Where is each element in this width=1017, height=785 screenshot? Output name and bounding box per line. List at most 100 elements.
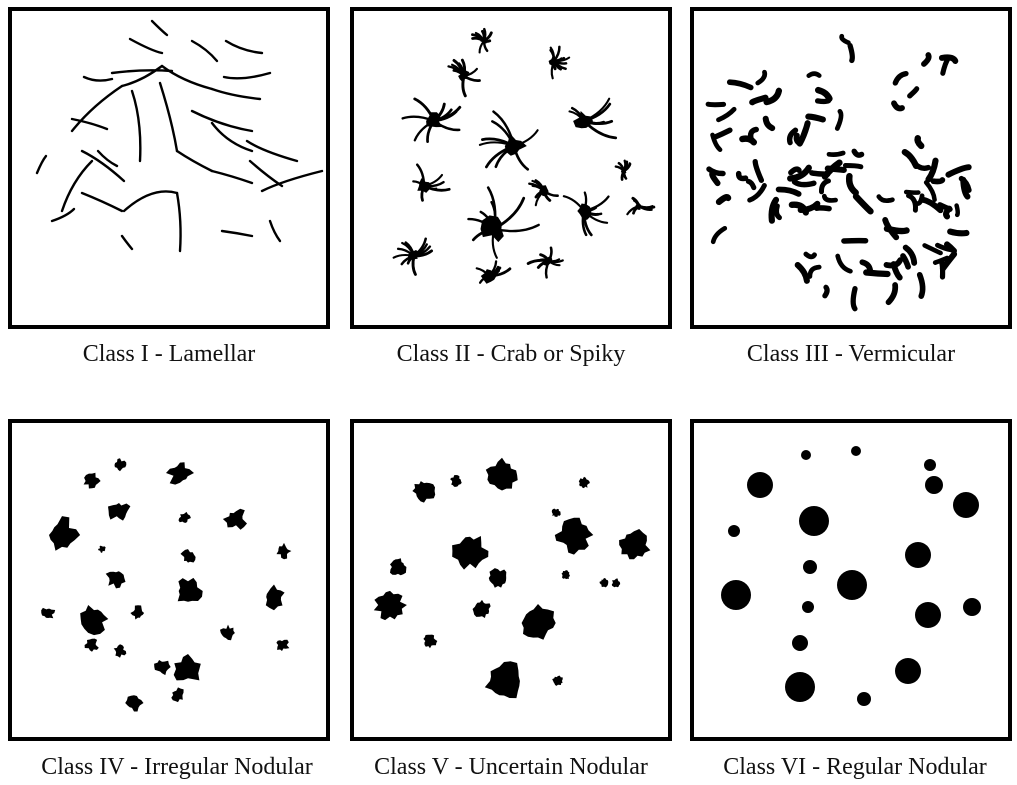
irregular-nodule xyxy=(125,695,143,711)
lamella-stroke xyxy=(162,66,212,89)
vermicular-worm xyxy=(856,196,871,211)
vermicular-worm xyxy=(906,192,918,193)
lamella-stroke xyxy=(177,151,212,171)
lamella-stroke xyxy=(222,231,252,236)
uncertain-nodule xyxy=(552,676,563,686)
uncertain-nodule xyxy=(423,635,437,649)
lamella-stroke xyxy=(270,221,280,241)
vermicular-worm xyxy=(752,98,765,103)
panel-class-3 xyxy=(690,7,1012,329)
graphite-nodule xyxy=(803,560,817,574)
vermicular-worm xyxy=(903,256,908,267)
spiky-arm xyxy=(422,186,424,200)
panel-class-2 xyxy=(350,7,672,329)
vermicular-worm xyxy=(713,228,725,242)
graphite-nodule xyxy=(721,580,751,610)
irregular-nodular-graphite-illustration xyxy=(12,423,326,737)
vermicular-worm xyxy=(755,162,761,181)
vermicular-worm xyxy=(758,72,765,83)
panel-class-4 xyxy=(8,419,330,741)
uncertain-nodule xyxy=(485,661,520,698)
spiky-arm xyxy=(633,198,639,206)
vermicular-worm xyxy=(946,209,949,217)
vermicular-worm xyxy=(812,173,828,174)
caption-class-1: Class I - Lamellar xyxy=(83,342,256,366)
irregular-nodule xyxy=(178,578,203,602)
irregular-nodule xyxy=(114,644,127,658)
uncertain-nodule xyxy=(452,536,488,570)
vermicular-worm xyxy=(821,181,828,192)
vermicular-worm xyxy=(818,101,829,102)
vermicular-worm xyxy=(950,232,966,234)
uncertain-nodule xyxy=(552,509,561,517)
uncertain-nodule xyxy=(489,568,507,588)
vermicular-worm xyxy=(926,182,935,199)
lamella-stroke xyxy=(82,193,122,211)
graphite-nodule xyxy=(785,672,815,702)
panel-class-6 xyxy=(690,419,1012,741)
vermicular-worm xyxy=(719,197,728,202)
lamella-stroke xyxy=(212,89,260,99)
vermicular-worm xyxy=(817,208,830,209)
panel-class-1 xyxy=(8,7,330,329)
spiky-arm xyxy=(584,193,586,212)
vermicular-worm xyxy=(910,89,917,96)
vermicular-worm xyxy=(824,196,835,200)
lamella-stroke xyxy=(212,171,252,183)
lamella-stroke xyxy=(247,141,297,161)
lamella-stroke xyxy=(84,77,112,81)
spiky-arm xyxy=(473,38,484,41)
irregular-nodule xyxy=(223,509,247,530)
regular-nodular-graphite-illustration xyxy=(694,423,1008,737)
irregular-nodule xyxy=(130,605,144,619)
vermicular-worm xyxy=(791,169,799,172)
vermicular-worm xyxy=(709,169,723,173)
vermicular-worm xyxy=(842,36,849,42)
caption-class-3: Class III - Vermicular xyxy=(747,342,955,366)
lamella-stroke xyxy=(132,91,140,161)
vermicular-graphite-illustration xyxy=(694,11,1008,325)
uncertain-nodular-graphite-illustration xyxy=(354,423,668,737)
lamella-stroke xyxy=(224,73,270,78)
lamella-stroke xyxy=(130,39,162,53)
lamella-stroke xyxy=(262,171,322,191)
vermicular-worm xyxy=(948,167,968,175)
uncertain-nodule xyxy=(612,578,620,587)
irregular-nodule xyxy=(85,639,99,652)
graphite-nodule xyxy=(837,570,867,600)
graphite-nodule xyxy=(925,476,943,494)
lamella-stroke xyxy=(160,83,177,151)
vermicular-worm xyxy=(837,111,841,128)
spiky-arm xyxy=(514,146,528,169)
vermicular-worm xyxy=(730,82,751,87)
spiky-arm xyxy=(564,196,584,211)
vermicular-worm xyxy=(708,104,724,105)
vermicular-worm xyxy=(748,181,753,187)
lamella-stroke xyxy=(192,111,252,131)
graphite-nodule xyxy=(799,506,829,536)
spiky-arm xyxy=(464,76,480,81)
vermicular-worm xyxy=(853,289,855,309)
graphite-nodule xyxy=(801,450,811,460)
lamella-stroke xyxy=(112,70,172,73)
vermicular-worm xyxy=(862,262,870,270)
irregular-nodule xyxy=(84,473,101,489)
lamella-stroke xyxy=(122,66,162,86)
vermicular-worm xyxy=(825,287,827,296)
spiky-arm xyxy=(549,248,551,261)
vermicular-worm xyxy=(918,138,922,146)
irregular-nodule xyxy=(166,462,194,484)
uncertain-nodule xyxy=(619,529,650,559)
spiky-graphite-illustration xyxy=(354,11,668,325)
lamella-stroke xyxy=(250,161,282,186)
uncertain-nodule xyxy=(473,600,491,618)
graphite-nodule xyxy=(895,658,921,684)
vermicular-worm xyxy=(739,174,746,179)
vermicular-worm xyxy=(766,119,773,128)
uncertain-nodule xyxy=(522,604,556,640)
irregular-nodule xyxy=(181,549,196,563)
uncertain-nodule xyxy=(374,591,407,620)
graphite-nodule xyxy=(747,472,773,498)
irregular-nodule xyxy=(171,687,183,702)
vermicular-worm xyxy=(934,180,943,182)
